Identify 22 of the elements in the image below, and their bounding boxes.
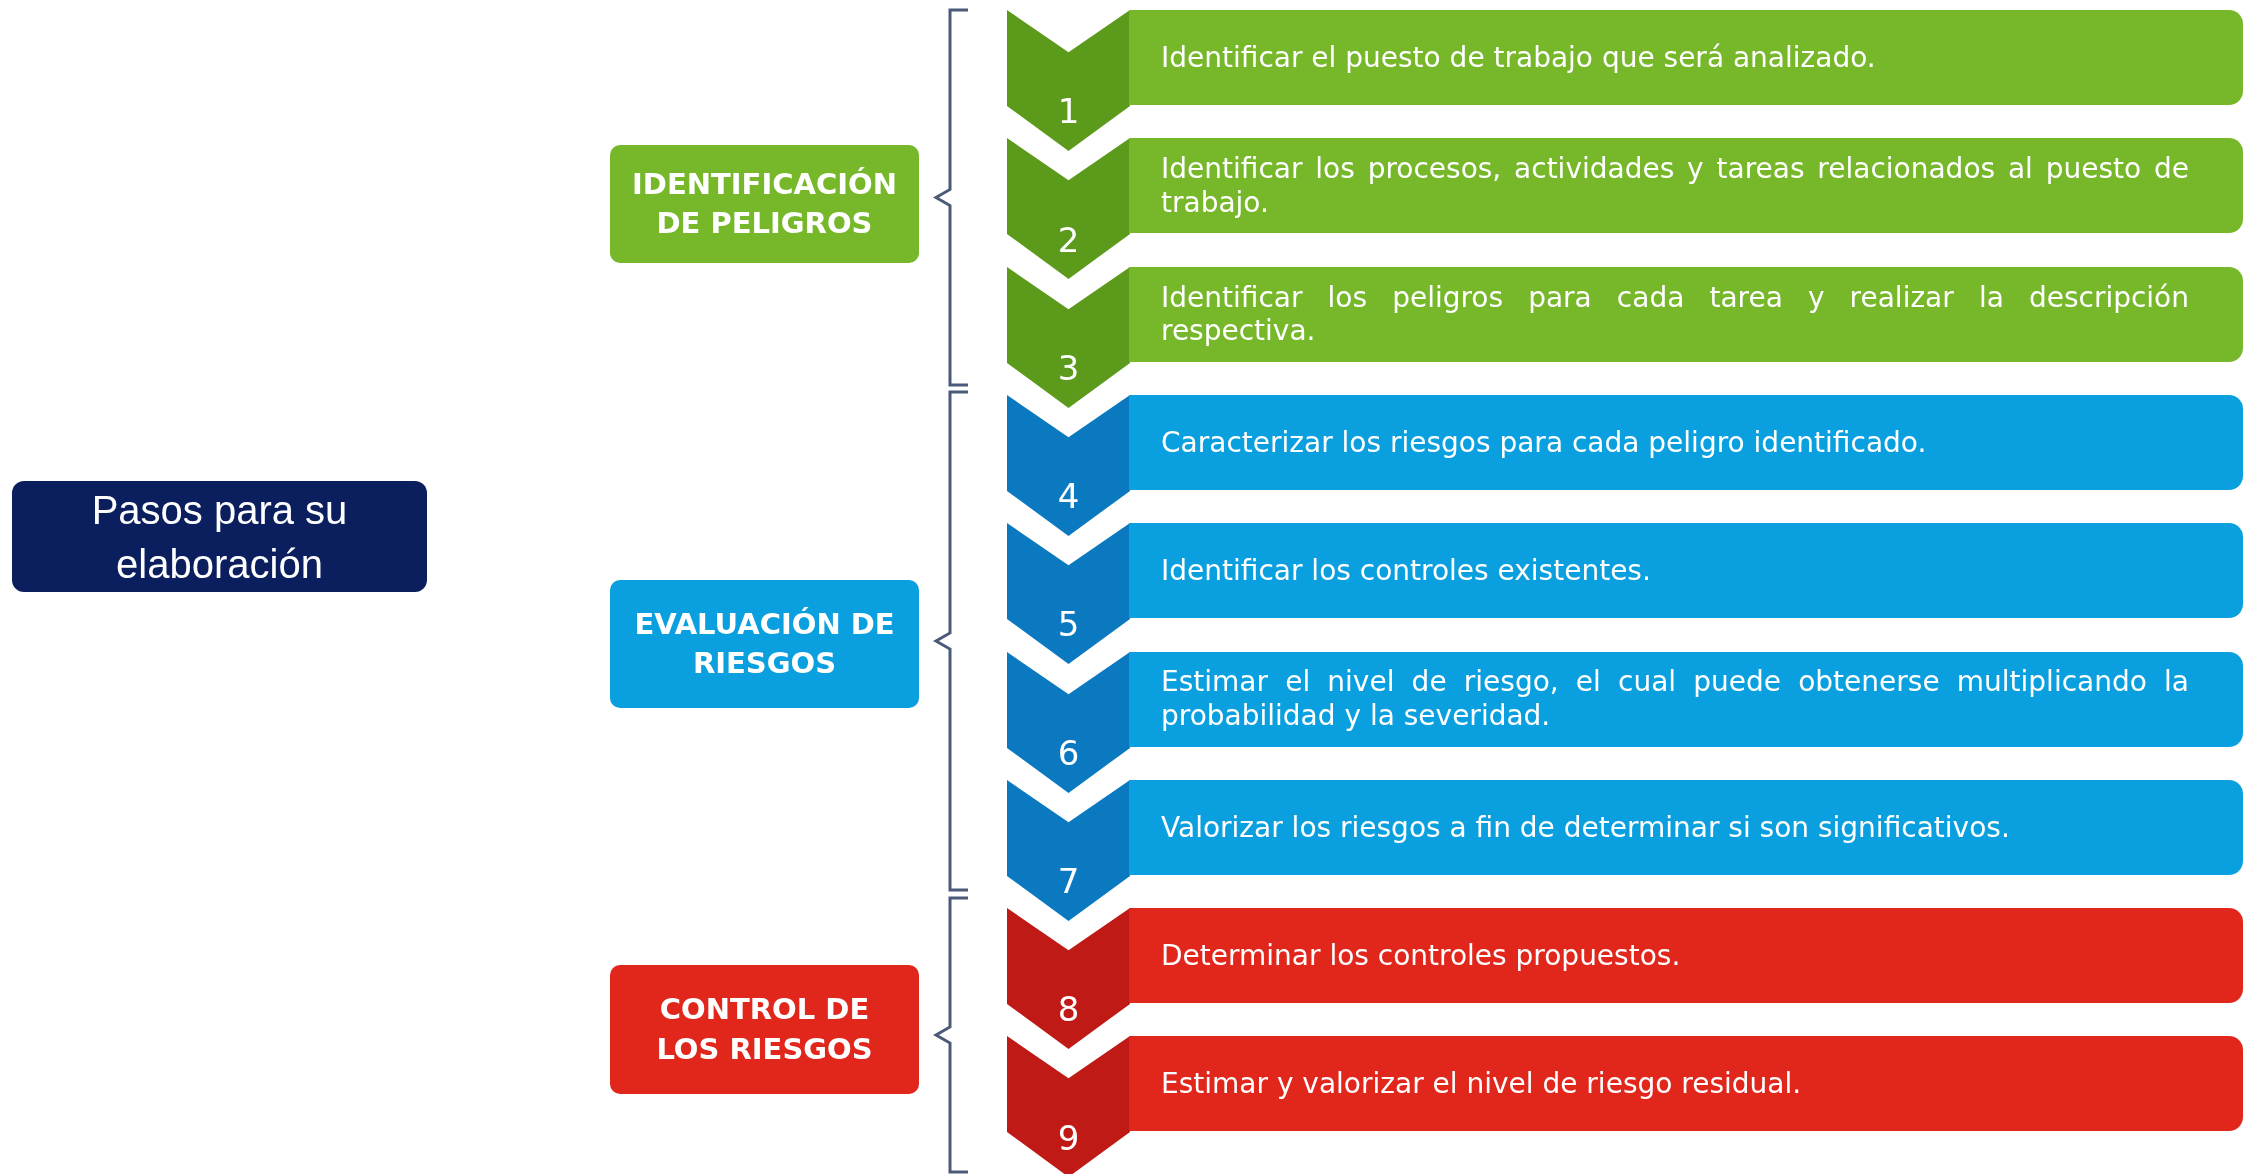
- phase-label-box: EVALUACIÓN DE RIESGOS: [610, 580, 919, 708]
- step-number: 9: [1056, 1117, 1081, 1158]
- step-banner: Estimar el nivel de riesgo, el cual puede obtenerse multiplicando la probabilidad y la severidad.: [1129, 651, 2243, 747]
- phase-label-box: IDENTIFICACIÓN DE PELIGROS: [610, 145, 919, 263]
- step-banner: Valorizar los riesgos a fin de determinar si son significativos.: [1129, 779, 2243, 875]
- step-number: 6: [1056, 732, 1081, 773]
- step-number: 1: [1056, 91, 1081, 132]
- step-banner: Determinar los controles propuestos.: [1129, 908, 2243, 1004]
- step-number: 3: [1056, 347, 1081, 388]
- step-number: 2: [1056, 219, 1081, 260]
- title-box: Pasos para su elaboración: [12, 481, 427, 592]
- step-banner: Identificar los procesos, actividades y tareas relacionados al puesto de trabajo.: [1129, 138, 2243, 234]
- step-number: 4: [1056, 476, 1081, 517]
- step-number: 7: [1056, 861, 1081, 902]
- step-banner: Caracterizar los riesgos para cada peligro identificado.: [1129, 394, 2243, 490]
- step-banner: Identificar el puesto de trabajo que será analizado.: [1129, 10, 2243, 105]
- step-number: 8: [1056, 989, 1081, 1030]
- step-banner: Identificar los peligros para cada tarea y realizar la descripción respectiva.: [1129, 266, 2243, 362]
- step-banner: Estimar y valorizar el nivel de riesgo residual.: [1129, 1036, 2243, 1132]
- step-banner: Identificar los controles existentes.: [1129, 523, 2243, 619]
- step-number: 5: [1056, 604, 1081, 645]
- phase-label-box: CONTROL DE LOS RIESGOS: [610, 965, 919, 1094]
